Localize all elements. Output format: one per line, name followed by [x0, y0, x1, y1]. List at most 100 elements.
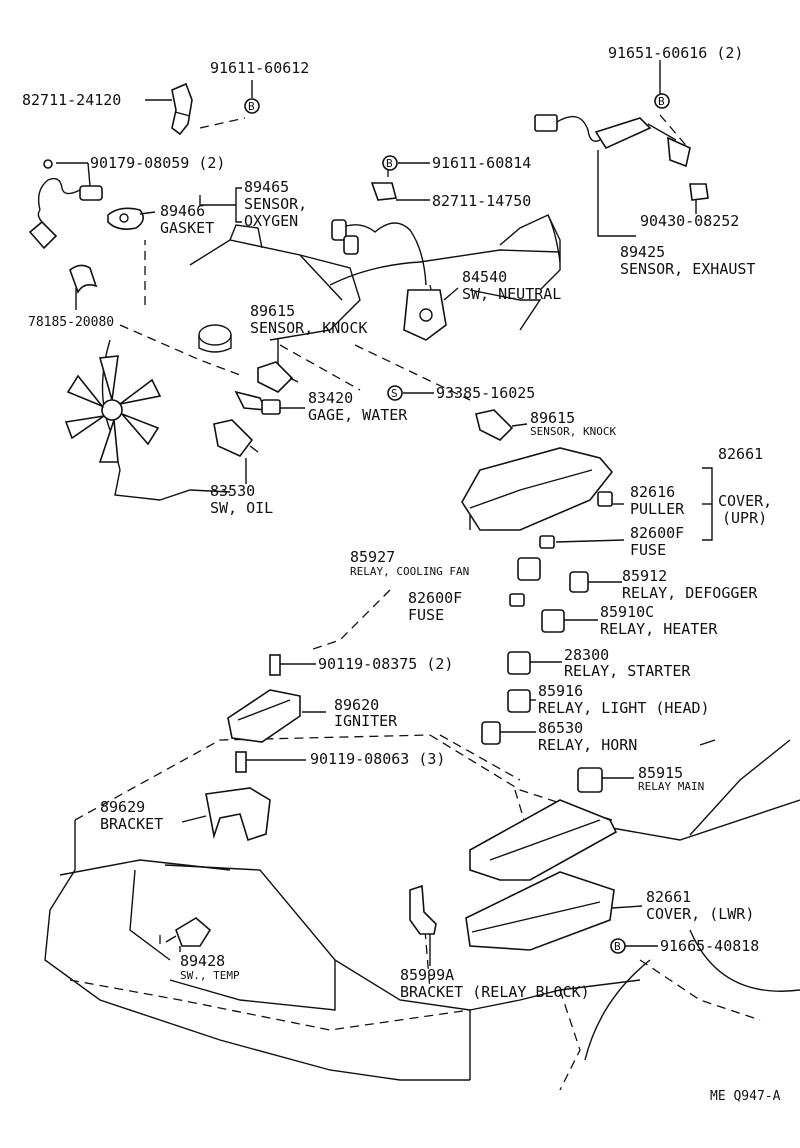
callout-82711-24120: 82711-24120 — [22, 91, 121, 109]
part-number: 91651-60616 (2) — [608, 44, 743, 62]
part-name: FUSE — [408, 606, 444, 624]
callout-90430-08252: 90430-08252 — [640, 212, 739, 230]
part-name: IGNITER — [334, 712, 398, 730]
bolt-marker-text: B — [614, 940, 621, 953]
part-number: 89615 — [250, 302, 295, 320]
body-outline — [44, 734, 800, 1091]
neutral-switch — [331, 182, 447, 341]
bolt-marker-text: B — [386, 157, 393, 170]
part-number: 82600F — [408, 589, 462, 607]
part-number: 90179-08059 (2) — [90, 154, 225, 172]
callout-83530: 83530 SW, OIL — [210, 482, 273, 517]
part-name: SW, NEUTRAL — [462, 285, 561, 303]
callout-89465: 89465 SENSOR, OXYGEN — [244, 178, 307, 230]
callout-85916: 85916 RELAY, LIGHT (HEAD) — [538, 682, 710, 717]
part-name: RELAY, COOLING FAN — [350, 565, 469, 578]
bolt-marker-3: B — [654, 93, 670, 109]
callout-91651-60616: 91651-60616 (2) — [608, 44, 743, 62]
bolt-marker-text: B — [248, 100, 255, 113]
part-number: 90119-08063 (3) — [310, 750, 445, 768]
part-number: 90430-08252 — [640, 212, 739, 230]
part-number: 89629 — [100, 798, 145, 816]
callout-84540: 84540 SW, NEUTRAL — [462, 268, 561, 303]
callout-90179-08059: 90179-08059 (2) — [90, 154, 225, 172]
part-number: 83530 — [210, 482, 255, 500]
part-number: 89615 — [530, 409, 575, 427]
part-number: 83420 — [308, 389, 353, 407]
clip-82711-24120 — [171, 82, 193, 136]
part-name: GAGE, WATER — [308, 406, 408, 424]
part-name: BRACKET — [100, 815, 163, 833]
callout-85910c: 85910C RELAY, HEATER — [600, 603, 718, 638]
part-number: 91611-60814 — [432, 154, 531, 172]
part-number: 85915 — [638, 764, 683, 782]
callout-90119-08375: 90119-08375 (2) — [318, 655, 453, 673]
callout-85927: 85927 RELAY, COOLING FAN — [350, 548, 469, 578]
part-name: SW., TEMP — [180, 969, 240, 982]
callout-82616: 82616 PULLER — [630, 483, 685, 518]
callout-93385-16025: 93385-16025 — [436, 384, 535, 402]
part-number: 85999A — [400, 966, 454, 984]
part-name: RELAY, HEATER — [600, 620, 718, 638]
part-name: PULLER — [630, 500, 685, 518]
part-number: 78185-20080 — [28, 315, 114, 330]
relay-block-upper — [461, 447, 614, 549]
special-marker-text: S — [391, 387, 398, 400]
part-name: SENSOR, KNOCK — [250, 319, 367, 337]
oxygen-sensor — [28, 159, 103, 250]
part-name: BRACKET (RELAY BLOCK) — [400, 983, 590, 1001]
part-number: 89465 — [244, 178, 289, 196]
callout-82661-lwr: 82661 COVER, (LWR) — [646, 888, 754, 923]
callout-83420: 83420 GAGE, WATER — [308, 389, 408, 424]
bracket-relay-block — [409, 884, 437, 935]
special-marker: S — [387, 385, 403, 401]
part-number: 93385-16025 — [436, 384, 535, 402]
callout-91611-60814: 91611-60814 — [432, 154, 531, 172]
part-name: RELAY, HORN — [538, 736, 637, 754]
exhaust-sensor — [534, 114, 709, 201]
part-number: 82711-24120 — [22, 91, 121, 109]
callout-82711-14750: 82711-14750 — [432, 192, 531, 210]
part-name: RELAY, DEFOGGER — [622, 584, 758, 602]
part-number: 91665-40818 — [660, 937, 759, 955]
knock-sensor-1 — [257, 361, 299, 393]
fan — [64, 355, 162, 463]
callout-86530: 86530 RELAY, HORN — [538, 719, 637, 754]
part-number: 85910C — [600, 603, 654, 621]
oil-switch — [213, 419, 259, 457]
relays — [481, 557, 603, 793]
callout-90119-08063: 90119-08063 (3) — [310, 750, 445, 768]
part-name: FUSE — [630, 541, 666, 559]
bolt-marker-text: B — [658, 95, 665, 108]
diagram-code: ME Q947-A — [710, 1089, 781, 1104]
part-number: 89425 — [620, 243, 665, 261]
callout-85999a: 85999A BRACKET (RELAY BLOCK) — [400, 966, 590, 1001]
callout-89615-b: 89615 SENSOR, KNOCK — [530, 409, 616, 438]
part-name: COVER, — [718, 492, 772, 510]
part-number: 82616 — [630, 483, 675, 501]
part-number: 85927 — [350, 548, 395, 566]
dashed-guides — [119, 114, 691, 991]
engine-outline — [101, 214, 561, 501]
callout-28300: 28300 RELAY, STARTER — [564, 646, 691, 680]
igniter — [227, 654, 301, 743]
part-number: 82661 — [646, 888, 691, 906]
part-number: 84540 — [462, 268, 507, 286]
callout-82600f-a: 82600F FUSE — [630, 524, 684, 559]
part-number: 90119-08375 (2) — [318, 655, 453, 673]
part-name: SENSOR, EXHAUST — [620, 260, 755, 278]
part-name: RELAY, STARTER — [564, 662, 691, 680]
knock-sensor-2 — [475, 409, 514, 441]
callout-89629: 89629 BRACKET — [100, 798, 163, 833]
part-number: 89428 — [180, 952, 225, 970]
part-name: SENSOR, — [244, 195, 307, 213]
part-number: 89620 — [334, 696, 379, 714]
temp-switch — [165, 917, 212, 947]
clip-78185 — [69, 264, 98, 294]
part-number: 82600F — [630, 524, 684, 542]
part-name: GASKET — [160, 219, 214, 237]
part-name: SW, OIL — [210, 499, 273, 517]
callout-89428: 89428 SW., TEMP — [180, 952, 240, 982]
part-name: SENSOR, KNOCK — [530, 425, 616, 438]
